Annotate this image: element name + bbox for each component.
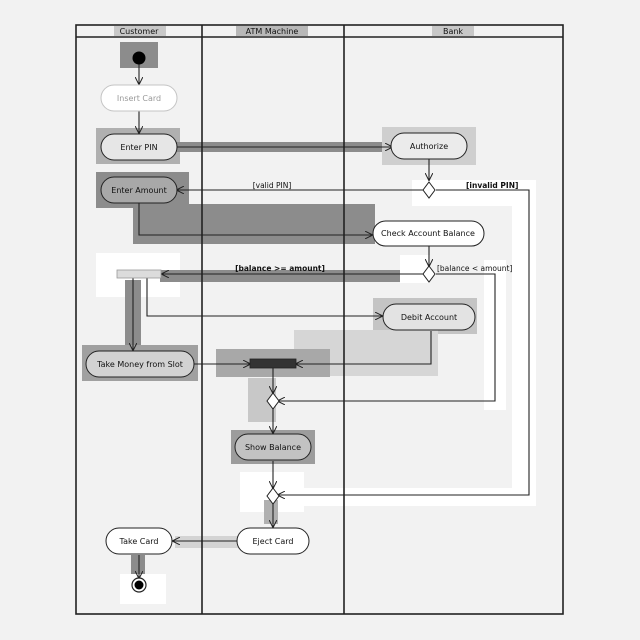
merge-node-final: [266, 487, 280, 505]
lane-header-atm: [236, 26, 308, 36]
svg-text:Show Balance: Show Balance: [245, 443, 301, 452]
lane-title-customer: Customer: [120, 27, 160, 36]
guard-invalid-pin: [invalid PIN]: [466, 181, 518, 190]
lane-title-bank: Bank: [443, 27, 463, 36]
lane-title-atm: ATM Machine: [246, 27, 299, 36]
guard-balance-low: [balance < amount]: [437, 264, 512, 273]
highlight-amount-flow: [133, 204, 375, 244]
action-enter-pin: Enter PIN: [100, 133, 178, 161]
flow-invalid-pin: [278, 189, 530, 495]
flow-debit-to-join: [296, 331, 432, 364]
action-enter-amount: Enter Amount: [100, 176, 178, 204]
svg-text:Enter Amount: Enter Amount: [111, 186, 166, 195]
decision-balance: [422, 265, 436, 283]
action-authorize: Authorize: [390, 132, 468, 160]
svg-text:Debit Account: Debit Account: [401, 313, 457, 322]
svg-text:Eject Card: Eject Card: [253, 537, 294, 546]
lane-header-bank: [432, 26, 474, 36]
final-node: [131, 577, 147, 593]
guard-balance-ok: [balance >= amount]: [235, 264, 325, 273]
svg-text:Take Money from Slot: Take Money from Slot: [96, 360, 183, 369]
highlight-eject-flow: [175, 536, 239, 548]
highlight-balance-diamond: [400, 255, 430, 283]
flow-amount-to-check: [138, 203, 372, 235]
highlight-balance-flow: [160, 270, 430, 282]
guard-valid-pin: [valid PIN]: [253, 181, 292, 190]
action-debit-account: Debit Account: [382, 303, 476, 331]
flow-fork-to-debit: [146, 278, 382, 316]
svg-text:Enter PIN: Enter PIN: [120, 143, 157, 152]
initial-node: [132, 51, 146, 65]
action-show-balance: Show Balance: [234, 433, 312, 461]
svg-text:Check Account Balance: Check Account Balance: [381, 229, 475, 238]
action-insert-card: Insert Card: [100, 84, 178, 112]
fork-bar: [116, 269, 162, 279]
flow-balance-low: [278, 273, 496, 401]
decision-pin: [422, 181, 436, 199]
guard-labels: [valid PIN] [invalid PIN] [balance >= am…: [235, 181, 518, 273]
action-take-money: Take Money from Slot: [85, 350, 195, 378]
svg-text:Insert Card: Insert Card: [117, 94, 161, 103]
action-take-card: Take Card: [105, 527, 173, 555]
highlight-merge-down: [264, 500, 278, 524]
highlight-invalid-path: [512, 180, 536, 500]
highlight-invalid-bottom: [300, 488, 536, 506]
action-check-balance: Check Account Balance: [372, 220, 485, 247]
lane-header-customer: [114, 26, 166, 36]
svg-text:Authorize: Authorize: [410, 142, 448, 151]
merge-node-balance: [266, 392, 280, 410]
svg-text:Take Card: Take Card: [119, 537, 159, 546]
swimlane-frame: Customer ATM Machine Bank: [75, 24, 564, 615]
control-flows: [133, 64, 530, 578]
action-eject-card: Eject Card: [236, 527, 310, 555]
join-bar: [249, 358, 297, 369]
